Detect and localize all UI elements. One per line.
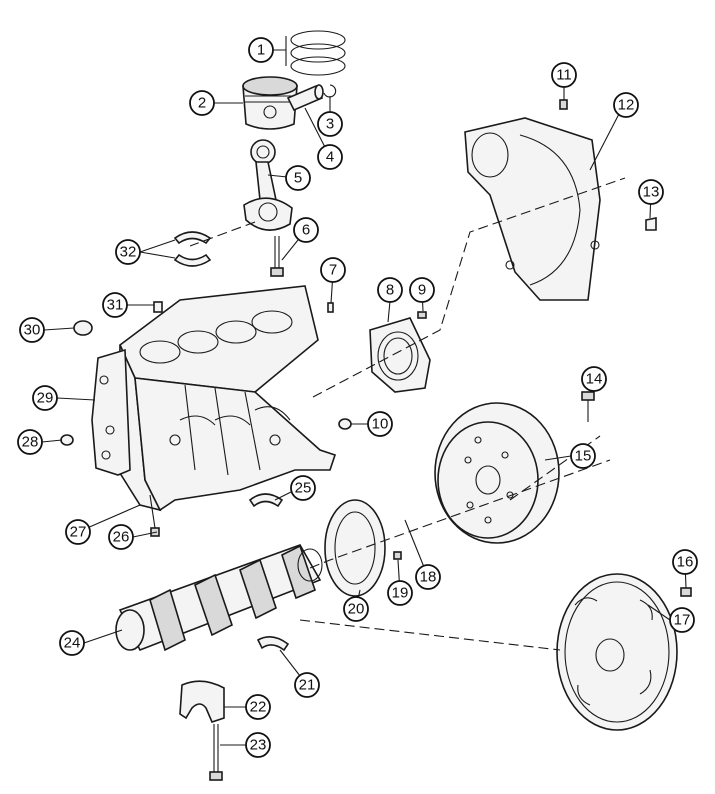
callout-3-label: 3 xyxy=(326,116,334,133)
main-bearing-shell-upper xyxy=(248,493,284,508)
callout-10-label: 10 xyxy=(372,416,389,433)
callout-17-label: 17 xyxy=(674,612,691,629)
drive-plate-bolt xyxy=(680,587,692,597)
callout-21: 21 xyxy=(294,672,320,698)
callout-31-label: 31 xyxy=(107,297,124,314)
callout-10: 10 xyxy=(367,411,393,437)
callout-5-label: 5 xyxy=(294,170,302,187)
callout-20-label: 20 xyxy=(348,601,365,618)
callout-5: 5 xyxy=(285,165,311,191)
callout-1: 1 xyxy=(248,37,274,63)
callout-32-label: 32 xyxy=(120,244,137,261)
callout-13: 13 xyxy=(638,179,664,205)
callout-1-label: 1 xyxy=(257,42,265,59)
main-bearing-shell-lower xyxy=(256,636,290,652)
reluctor-bolt xyxy=(393,551,402,560)
callout-29: 29 xyxy=(32,385,58,411)
callout-26-label: 26 xyxy=(113,529,130,546)
rear-seal-housing xyxy=(369,317,431,393)
callout-3: 3 xyxy=(317,111,343,137)
callout-24: 24 xyxy=(59,630,85,656)
callout-22: 22 xyxy=(245,694,271,720)
circlip xyxy=(323,84,337,98)
callout-30: 30 xyxy=(19,317,45,343)
seal-housing-bolt xyxy=(417,311,427,319)
callout-15-label: 15 xyxy=(575,448,592,465)
callout-8-label: 8 xyxy=(386,282,394,299)
dowel-pin xyxy=(327,302,334,313)
dual-mass-flywheel xyxy=(434,402,560,544)
piston-pin xyxy=(286,84,324,112)
callout-27: 27 xyxy=(65,519,91,545)
callout-17: 17 xyxy=(669,607,695,633)
callout-6: 6 xyxy=(293,217,319,243)
callout-15: 15 xyxy=(570,443,596,469)
callout-19: 19 xyxy=(387,580,413,606)
callout-28-label: 28 xyxy=(22,434,39,451)
cover-plate-bolt-upper xyxy=(559,99,568,110)
callout-14-label: 14 xyxy=(586,371,603,388)
callout-23: 23 xyxy=(245,732,271,758)
callout-28: 28 xyxy=(17,429,43,455)
dowel-sleeve xyxy=(153,301,163,313)
callout-13-label: 13 xyxy=(643,184,660,201)
callout-12: 12 xyxy=(613,92,639,118)
callout-24-label: 24 xyxy=(64,635,81,652)
callout-27-label: 27 xyxy=(70,524,87,541)
callout-2-label: 2 xyxy=(198,95,206,112)
sealing-plug-side xyxy=(60,434,74,446)
callout-19-label: 19 xyxy=(392,585,409,602)
callout-22-label: 22 xyxy=(250,699,267,716)
callout-21-label: 21 xyxy=(299,677,316,694)
cylinder-block xyxy=(91,285,337,512)
block-plug xyxy=(338,418,352,430)
callout-32: 32 xyxy=(115,239,141,265)
connecting-rod xyxy=(243,139,293,231)
flywheel-bolt xyxy=(581,391,595,422)
callout-29-label: 29 xyxy=(37,390,54,407)
callout-8: 8 xyxy=(377,277,403,303)
callout-18-label: 18 xyxy=(420,569,437,586)
callout-7: 7 xyxy=(320,257,346,283)
callout-11: 11 xyxy=(551,62,577,88)
callout-4: 4 xyxy=(317,144,343,170)
callout-20: 20 xyxy=(343,596,369,622)
callout-25: 25 xyxy=(290,475,316,501)
callout-4-label: 4 xyxy=(326,149,334,166)
main-bearing-cap-bolt xyxy=(209,724,223,781)
piston-rings xyxy=(290,30,346,76)
callout-14: 14 xyxy=(581,366,607,392)
callout-6-label: 6 xyxy=(302,222,310,239)
callout-30-label: 30 xyxy=(24,322,41,339)
callout-16: 16 xyxy=(672,549,698,575)
callout-16-label: 16 xyxy=(677,554,694,571)
callout-31: 31 xyxy=(102,292,128,318)
rod-bearing-shells xyxy=(173,231,212,267)
callout-7-label: 7 xyxy=(329,262,337,279)
cover-plate-bolt-side xyxy=(645,217,657,231)
callout-9-label: 9 xyxy=(418,282,426,299)
callout-25-label: 25 xyxy=(295,480,312,497)
crankshaft xyxy=(115,544,323,652)
drive-plate xyxy=(556,573,678,731)
piston xyxy=(242,76,298,130)
main-bearing-cap xyxy=(179,680,225,723)
callout-2: 2 xyxy=(189,90,215,116)
callout-9: 9 xyxy=(409,277,435,303)
callout-26: 26 xyxy=(108,524,134,550)
rod-bolt xyxy=(270,236,284,277)
rear-cover-plate xyxy=(464,117,601,301)
callout-12-label: 12 xyxy=(618,97,635,114)
callout-11-label: 11 xyxy=(556,67,572,84)
reluctor-ring xyxy=(324,499,386,597)
block-plug-front xyxy=(73,320,93,336)
callout-18: 18 xyxy=(415,564,441,590)
callout-23-label: 23 xyxy=(250,737,267,754)
